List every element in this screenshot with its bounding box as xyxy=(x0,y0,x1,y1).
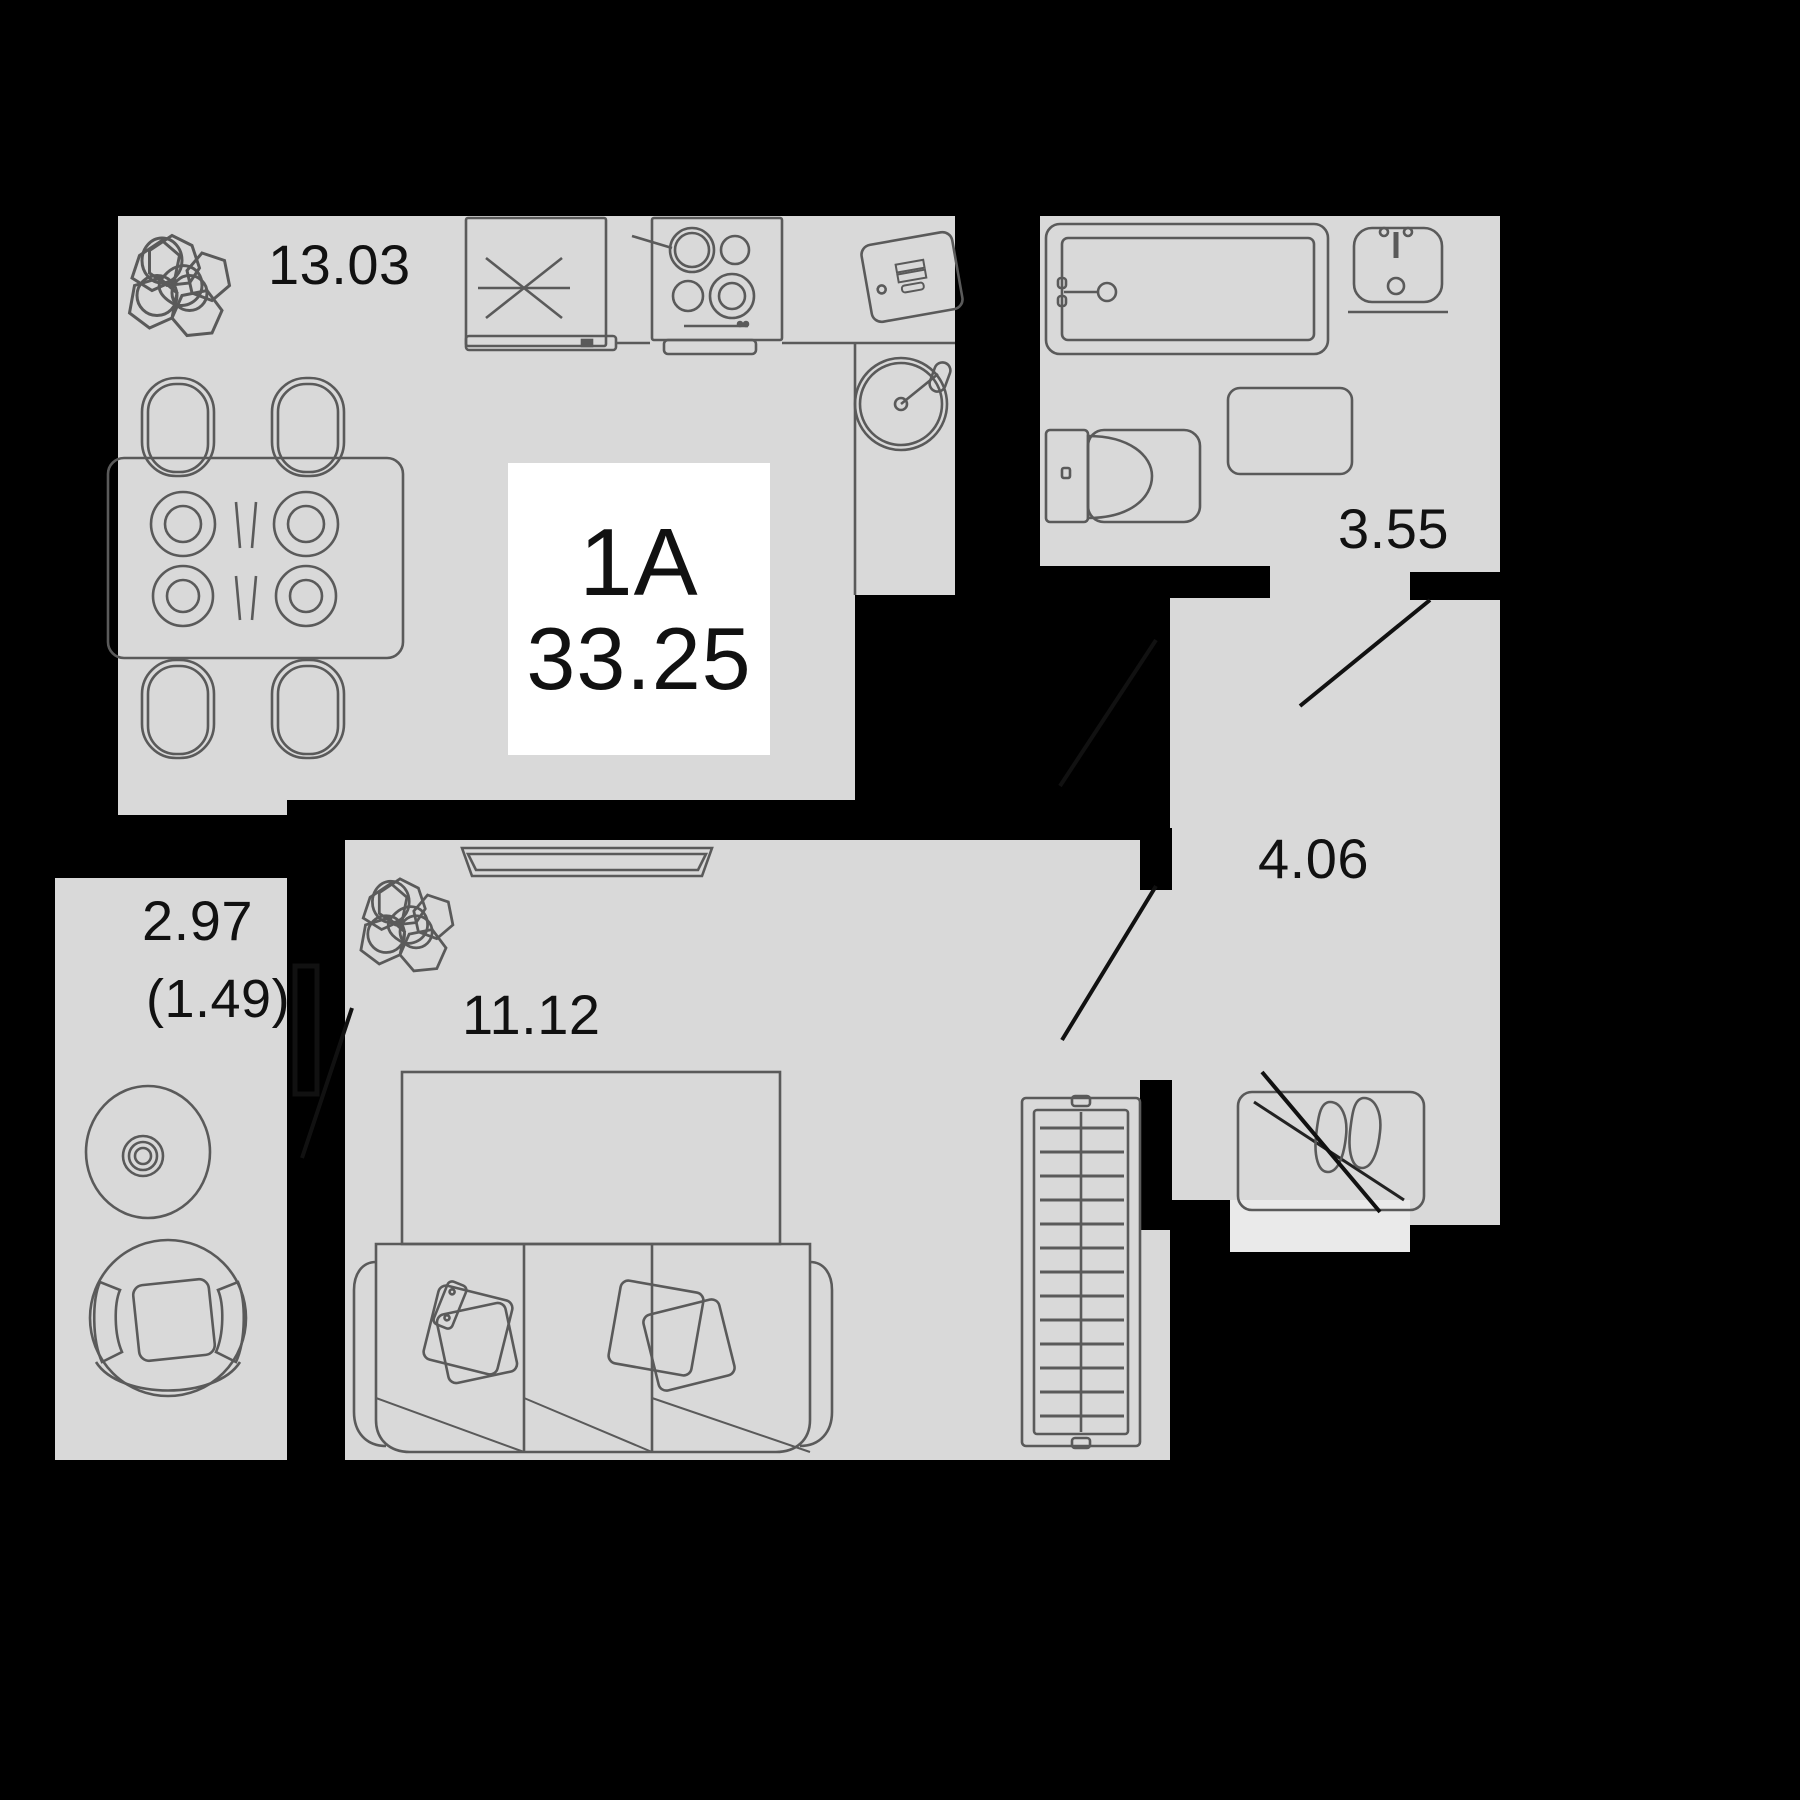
bathroom-area-label: 3.55 xyxy=(1338,497,1449,560)
kitchen-furniture xyxy=(464,216,964,595)
bathroom-fixtures xyxy=(1044,222,1448,524)
living-room-area-label: 11.12 xyxy=(462,983,601,1046)
balcony-door-icon xyxy=(292,963,320,1097)
balcony-furniture xyxy=(84,1084,248,1398)
kitchen-living-area-label: 13.03 xyxy=(268,233,411,296)
balcony-fill xyxy=(55,878,287,1460)
unit-area-label: 33.25 xyxy=(526,609,752,708)
door-swing-icon xyxy=(300,598,1432,1214)
balcony-area-reduced-label: (1.49) xyxy=(146,969,291,1029)
unit-type-badge: 1A 33.25 xyxy=(508,463,770,755)
living-room-furniture xyxy=(352,846,1142,1454)
hallway-area-label: 4.06 xyxy=(1258,827,1369,890)
entry-fill xyxy=(1230,1200,1410,1252)
unit-type-label: 1A xyxy=(579,509,699,616)
balcony-area-label: 2.97 xyxy=(142,889,253,952)
dining-set xyxy=(106,376,405,760)
